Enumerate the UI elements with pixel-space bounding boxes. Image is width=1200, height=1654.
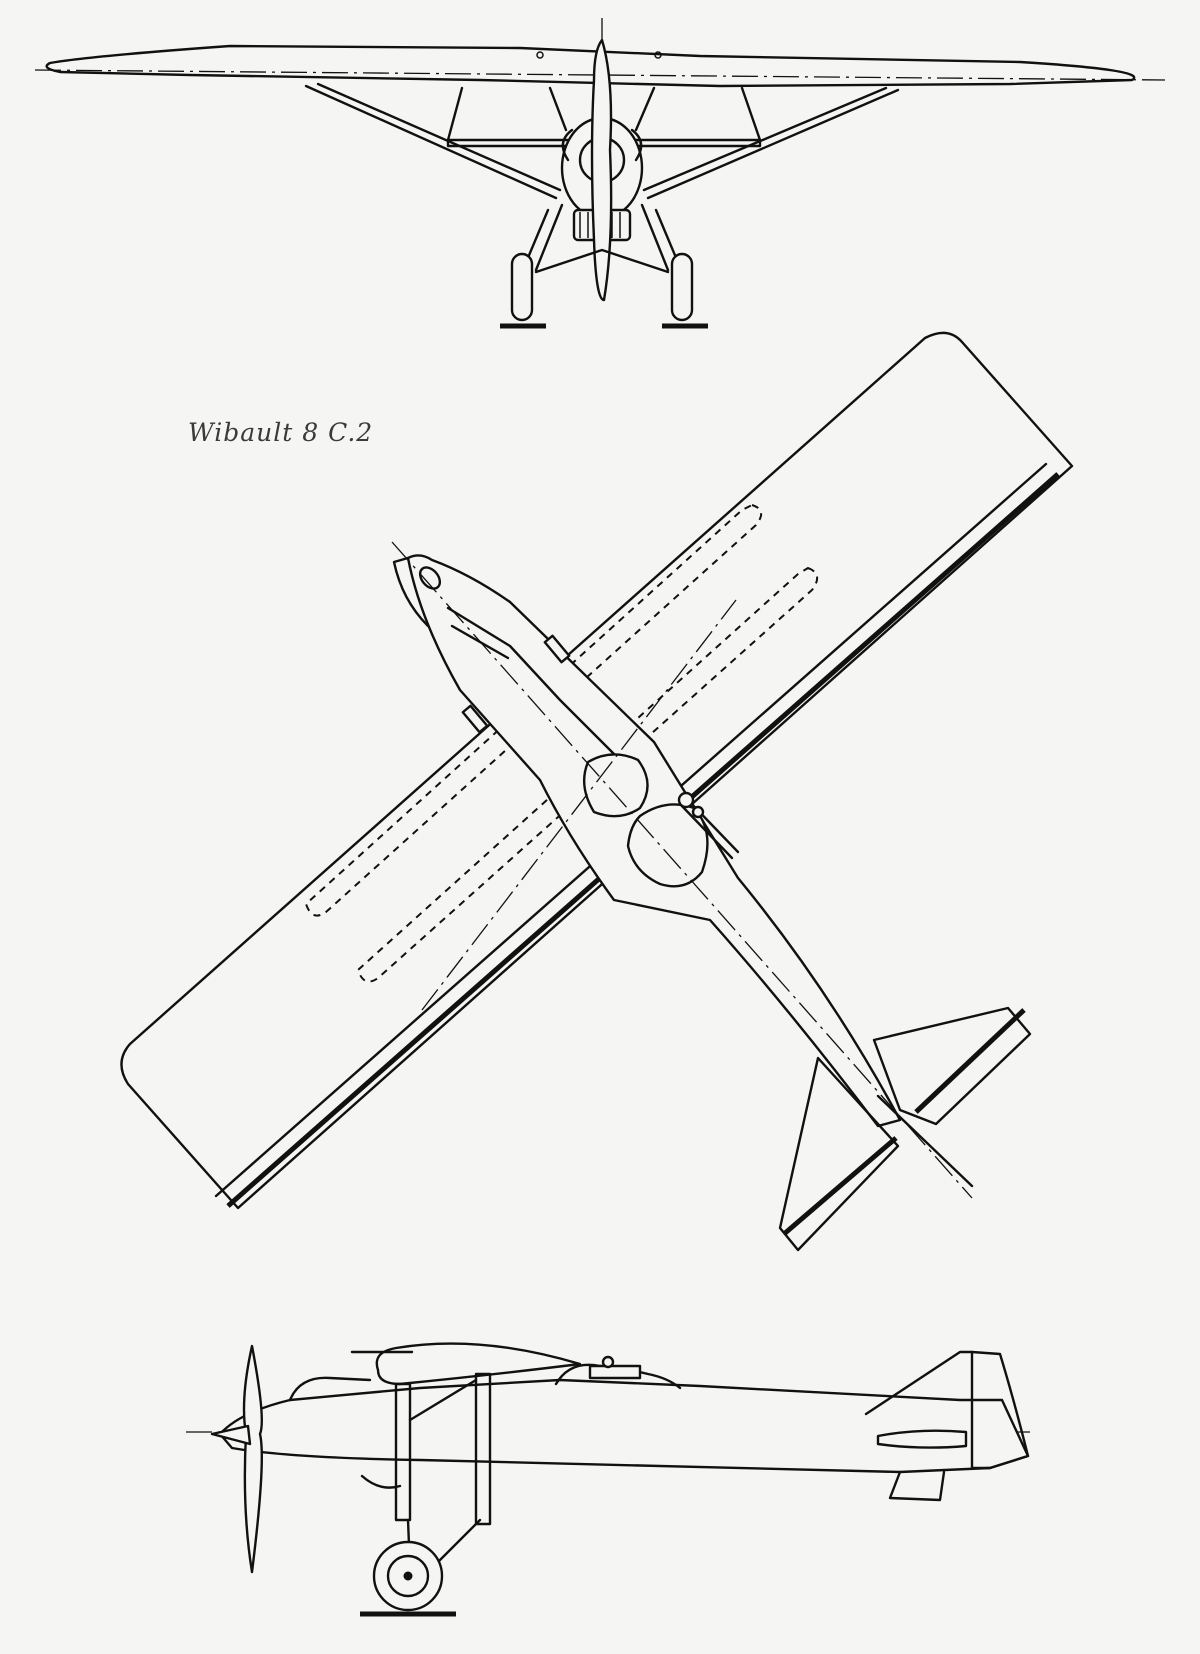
front-view-left-strut: [304, 82, 562, 200]
side-view-tailskid: [888, 1470, 946, 1502]
side-view-cowling-bump: [288, 1376, 372, 1402]
front-view-cylinders: [561, 128, 643, 162]
side-view-rear-strut: [474, 1372, 492, 1526]
side-view-belly-radiator: [360, 1474, 402, 1489]
side-view-wheel-axle: [403, 1571, 413, 1581]
front-view-wing-fitting: [536, 51, 544, 59]
side-view-wheel-hub: [386, 1554, 430, 1598]
top-view-gun-mount: [691, 805, 705, 819]
top-view-fuselage-axis: [391, 541, 973, 1199]
side-view-fin: [864, 1350, 974, 1470]
front-view-landing-gear: [520, 203, 684, 274]
front-view-wing: [45, 44, 1136, 88]
front-view-propeller: [590, 38, 613, 302]
top-view-rudder: [876, 1094, 974, 1188]
top-view-strut-fitting: [543, 634, 571, 664]
front-view-center-struts: [548, 86, 656, 132]
side-view-gun-sight: [601, 1355, 615, 1369]
top-view-nose: [392, 556, 430, 628]
front-view: [34, 18, 1166, 329]
top-view-strut-fitting: [461, 704, 489, 734]
top-view-wing: [120, 331, 1074, 1210]
side-view-rudder: [970, 1350, 1030, 1470]
top-view-wing-axis: [421, 599, 737, 1011]
top-view-gun-mount: [677, 791, 695, 809]
top-view-rear-cockpit: [626, 803, 709, 888]
side-view-fuselage: [218, 1378, 1030, 1474]
top-view-front-cockpit: [582, 753, 649, 818]
side-view: [186, 1342, 1030, 1617]
front-view-right-strut: [642, 86, 900, 200]
top-view-right-tailplane: [872, 1006, 1032, 1126]
top-view-left-tailplane: [778, 1056, 900, 1252]
top-view-left-elevator-hinge: [782, 1136, 898, 1236]
aircraft-caption: Wibault 8 C.2: [188, 418, 374, 447]
front-view-right-wheel: [670, 252, 694, 322]
side-view-tailplane: [876, 1429, 968, 1449]
side-view-cockpit-gun: [588, 1364, 642, 1380]
front-view-wing-fitting: [654, 51, 662, 59]
side-view-cross-strut: [408, 1378, 478, 1422]
top-view-spinner: [418, 566, 442, 590]
top-view-wing-slot-outer: [304, 503, 763, 917]
side-view-propeller: [242, 1344, 263, 1574]
top-view: [120, 331, 1074, 1252]
front-view-left-wheel: [510, 252, 534, 322]
top-view-right-elevator-hinge: [914, 1008, 1026, 1114]
side-view-front-strut: [394, 1382, 412, 1522]
side-view-spinner: [210, 1424, 252, 1446]
side-view-wing-profile: [375, 1342, 582, 1386]
